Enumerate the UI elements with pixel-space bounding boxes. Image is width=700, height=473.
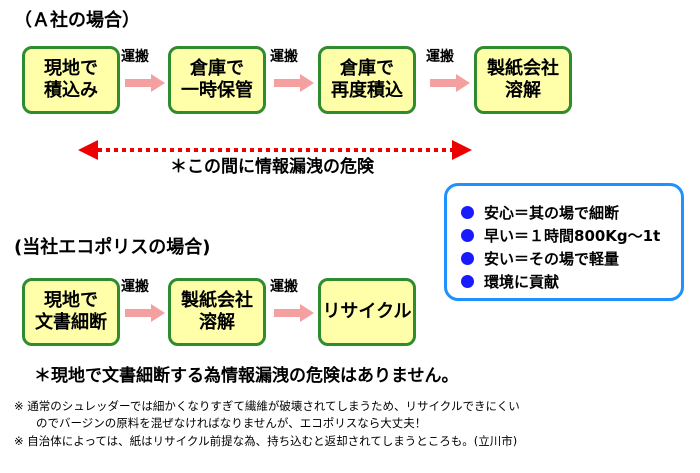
footnote-1-cont: のでバージンの原料を混ぜなければなりませんが、エコポリスなら大丈夫！ <box>36 416 427 430</box>
bullet-icon <box>461 252 474 265</box>
step-a3-box: 倉庫で 再度積込 <box>318 46 416 114</box>
bullet-icon <box>461 229 474 242</box>
footnote-1: ※ 通常のシュレッダーでは細かくなりすぎて繊維が破壊されてしまうため、リサイクル… <box>14 399 520 413</box>
benefits-box: 安心＝其の場で細断 早い＝１時間800Kg～1t 安い＝その場で軽量 環境に貢献 <box>444 183 684 301</box>
transport-label-b1: 運搬 <box>121 279 149 295</box>
transport-label-a3: 運搬 <box>426 49 454 65</box>
step-a1-box: 現地で 積込み <box>22 46 120 114</box>
benefit-item: 安い＝その場で軽量 <box>461 248 619 269</box>
transport-label-a1: 運搬 <box>121 49 149 65</box>
benefit-item: 環境に貢献 <box>461 271 559 292</box>
benefit-item: 安心＝其の場で細断 <box>461 202 619 223</box>
transport-arrow-b1 <box>125 304 165 322</box>
step-b3-box: リサイクル <box>318 278 416 346</box>
section-b-title: (当社エコポリスの場合) <box>14 237 211 258</box>
step-b1-box: 現地で 文書細断 <box>22 278 120 346</box>
benefit-item: 早い＝１時間800Kg～1t <box>461 225 660 246</box>
danger-text: ＊この間に情報漏洩の危険 <box>170 157 374 177</box>
transport-label-a2: 運搬 <box>270 49 298 65</box>
footnote-2: ※ 自治体によっては、紙はリサイクル前提な為、持ち込むと返却されてしまうところも… <box>14 434 518 448</box>
section-a-title: （Ａ社の場合） <box>14 10 140 31</box>
transport-arrow-a2 <box>274 74 314 92</box>
transport-arrow-a1 <box>125 74 165 92</box>
bullet-icon <box>461 275 474 288</box>
step-b2-box: 製紙会社 溶解 <box>168 278 266 346</box>
transport-arrow-a3 <box>430 74 470 92</box>
step-a2-box: 倉庫で 一時保管 <box>168 46 266 114</box>
step-a4-box: 製紙会社 溶解 <box>474 46 572 114</box>
transport-label-b2: 運搬 <box>270 279 298 295</box>
safety-note: ＊現地で文書細断する為情報漏洩の危険はありません。 <box>34 366 459 386</box>
danger-span-arrow <box>78 140 472 160</box>
transport-arrow-b2 <box>274 304 314 322</box>
bullet-icon <box>461 206 474 219</box>
